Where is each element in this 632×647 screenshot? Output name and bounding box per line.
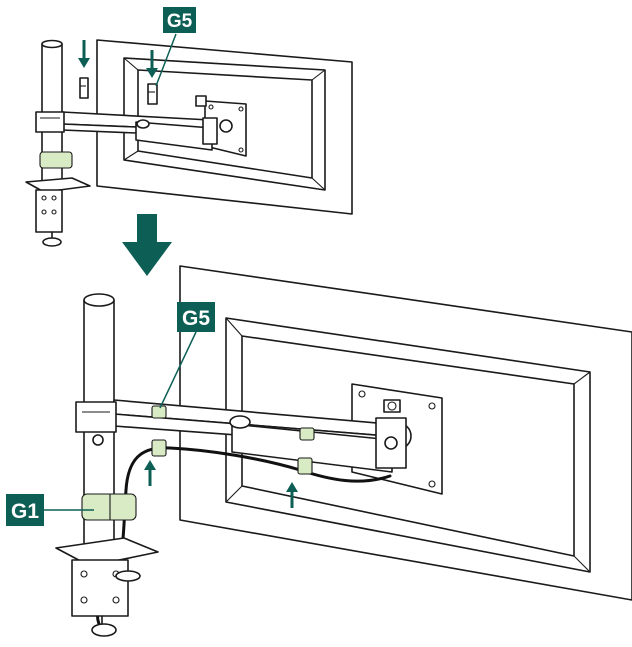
step-one-illustration: G5 [25,7,353,247]
arm-bottom [75,399,407,473]
g1-label: G1 [11,500,39,523]
arrow-icon [144,460,156,486]
cable-clip [151,405,167,419]
g5-label-bottom: G5 [182,307,210,330]
arrow-icon [78,40,90,68]
cable-clip-top-left [79,77,89,99]
cable-clip [151,439,167,457]
g5-leader-top [155,33,177,87]
arm-top [35,111,218,151]
g5-badge-bottom [177,302,215,332]
g1-clip-bottom [81,493,137,521]
desk-clamp-bottom [55,537,159,637]
cable-clip [299,427,315,441]
g5-leader-bottom [159,331,197,409]
g1-badge [6,494,44,526]
g1-clip-top [39,151,73,169]
arrow-icon [146,50,158,78]
down-arrow-icon [122,214,172,276]
g5-badge-top [163,7,196,33]
cable-clip-top-right [147,83,158,105]
step-two-illustration: G5 G1 [6,265,632,637]
arrow-icon [286,482,298,508]
desk-clamp-top [25,177,91,247]
cable-clip [297,457,313,475]
g5-label-top: G5 [167,11,193,32]
